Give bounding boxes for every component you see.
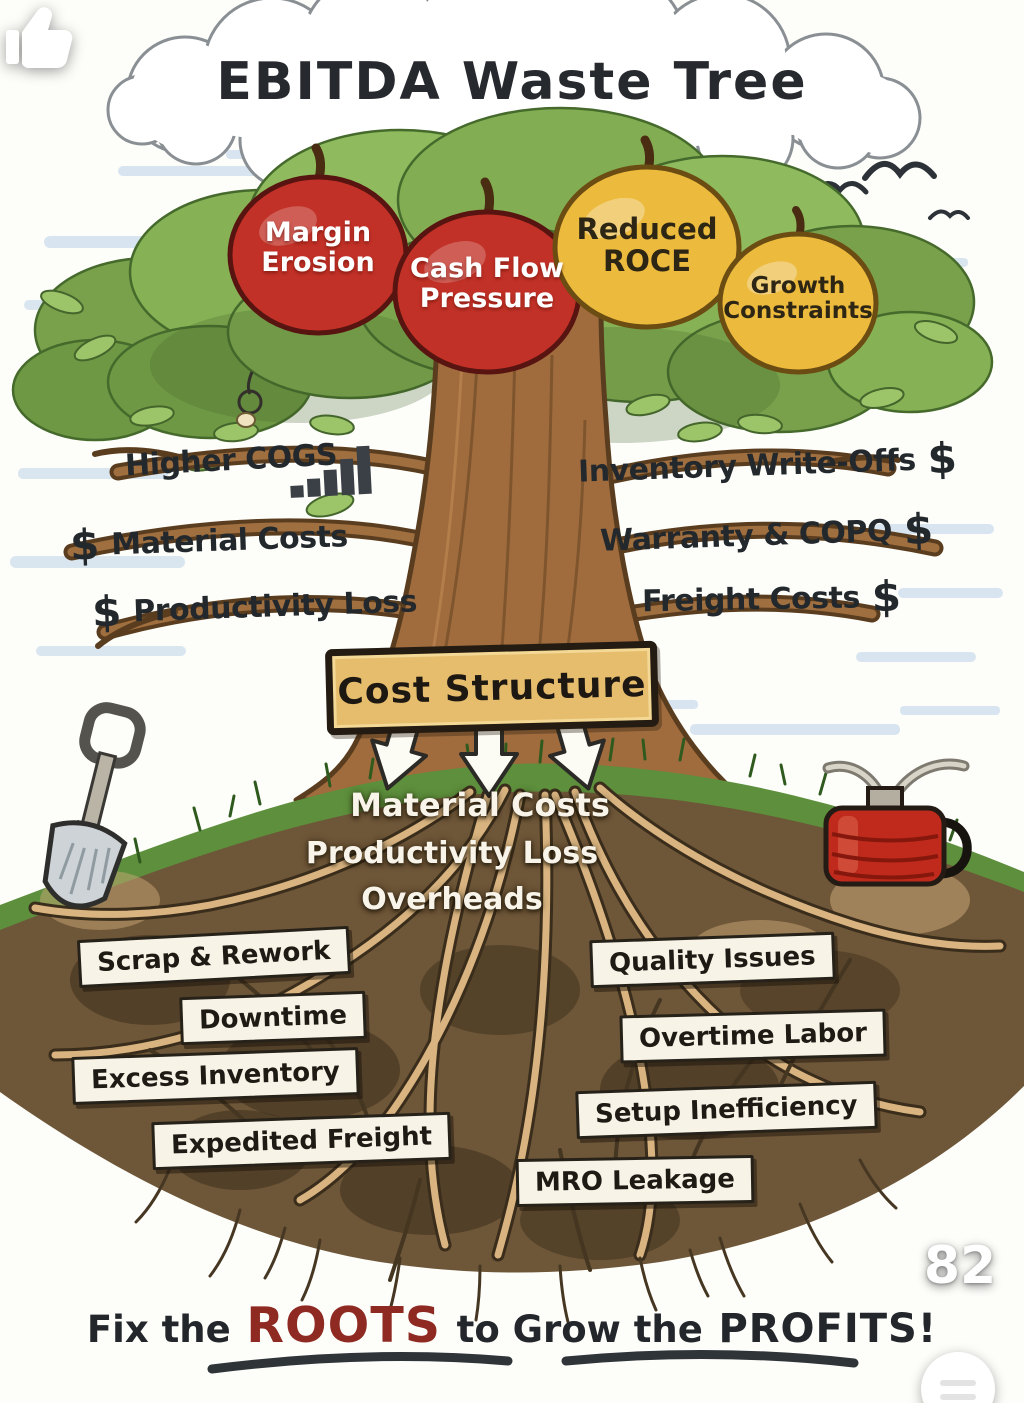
- tagline: Fix the ROOTS to Grow the PROFITS!: [0, 1296, 1024, 1360]
- apple-label-reduced-roce: Reduced ROCE: [576, 212, 718, 278]
- shovel: [42, 702, 146, 909]
- root-cause-productivity-loss: Productivity Loss: [305, 836, 599, 871]
- root-box-excess-inventory: Excess Inventory: [71, 1047, 360, 1105]
- tagline-highlight: ROOTS: [246, 1297, 442, 1354]
- title-cloud: [106, 0, 922, 204]
- branch-row-freight-costs: Freight Costs $: [641, 571, 902, 623]
- bubble-line: [940, 1380, 976, 1386]
- speech-bubble-icon[interactable]: [921, 1352, 995, 1403]
- bubble-line: [940, 1394, 976, 1400]
- dollar-sign: $: [926, 433, 958, 484]
- cost-structure-label: Cost Structure: [336, 663, 648, 713]
- oil-can: [822, 758, 972, 887]
- branches: [63, 445, 944, 649]
- branch-label-freight-costs: Freight Costs: [641, 579, 861, 619]
- tagline-part1: Fix the: [86, 1308, 231, 1351]
- root-cause-material-costs: Material Costs: [350, 786, 610, 824]
- bar-chart-icon: [290, 445, 372, 498]
- root-cause-overheads: Overheads: [361, 882, 543, 917]
- tagline-part3: PROFITS!: [718, 1306, 938, 1352]
- apple-label-margin-erosion: Margin Erosion: [261, 217, 375, 278]
- dollar-sign: $: [902, 504, 934, 555]
- apple-margin-erosion: [227, 143, 409, 336]
- branch-label-warranty-copq: Warranty & COPQ: [599, 513, 893, 559]
- dollar-sign: $: [91, 586, 123, 637]
- root-box-downtime: Downtime: [179, 990, 367, 1046]
- thumbs-up-icon[interactable]: [0, 0, 78, 72]
- apple-label-growth-constraints: Growth Constraints: [723, 273, 873, 325]
- root-box-quality-issues: Quality Issues: [589, 931, 836, 989]
- apple-reduced-roce: [552, 135, 742, 330]
- branch-label-inventory-write-offs: Inventory Write-Offs: [577, 442, 917, 490]
- branch-label-productivity-loss: Productivity Loss: [132, 583, 418, 629]
- tagline-underlines: [207, 1349, 859, 1374]
- root-box-overtime-labor: Overtime Labor: [619, 1008, 887, 1064]
- branch-label-material-costs: Material Costs: [110, 518, 349, 562]
- root-box-mro-leakage: MRO Leakage: [515, 1154, 755, 1208]
- hanging-tag: [236, 371, 263, 428]
- apple-label-cash-flow-pressure: Cash Flow Pressure: [410, 253, 564, 314]
- apple-growth-constraints: [717, 206, 879, 375]
- edge-leaves: [40, 289, 959, 518]
- like-count: 82: [923, 1236, 997, 1296]
- page-title: EBITDA Waste Tree: [216, 52, 808, 112]
- dollar-sign: $: [69, 519, 101, 570]
- cost-structure-sign: Cost Structure: [324, 640, 660, 736]
- dollar-sign: $: [871, 571, 902, 622]
- tagline-part2: to Grow the: [456, 1308, 703, 1351]
